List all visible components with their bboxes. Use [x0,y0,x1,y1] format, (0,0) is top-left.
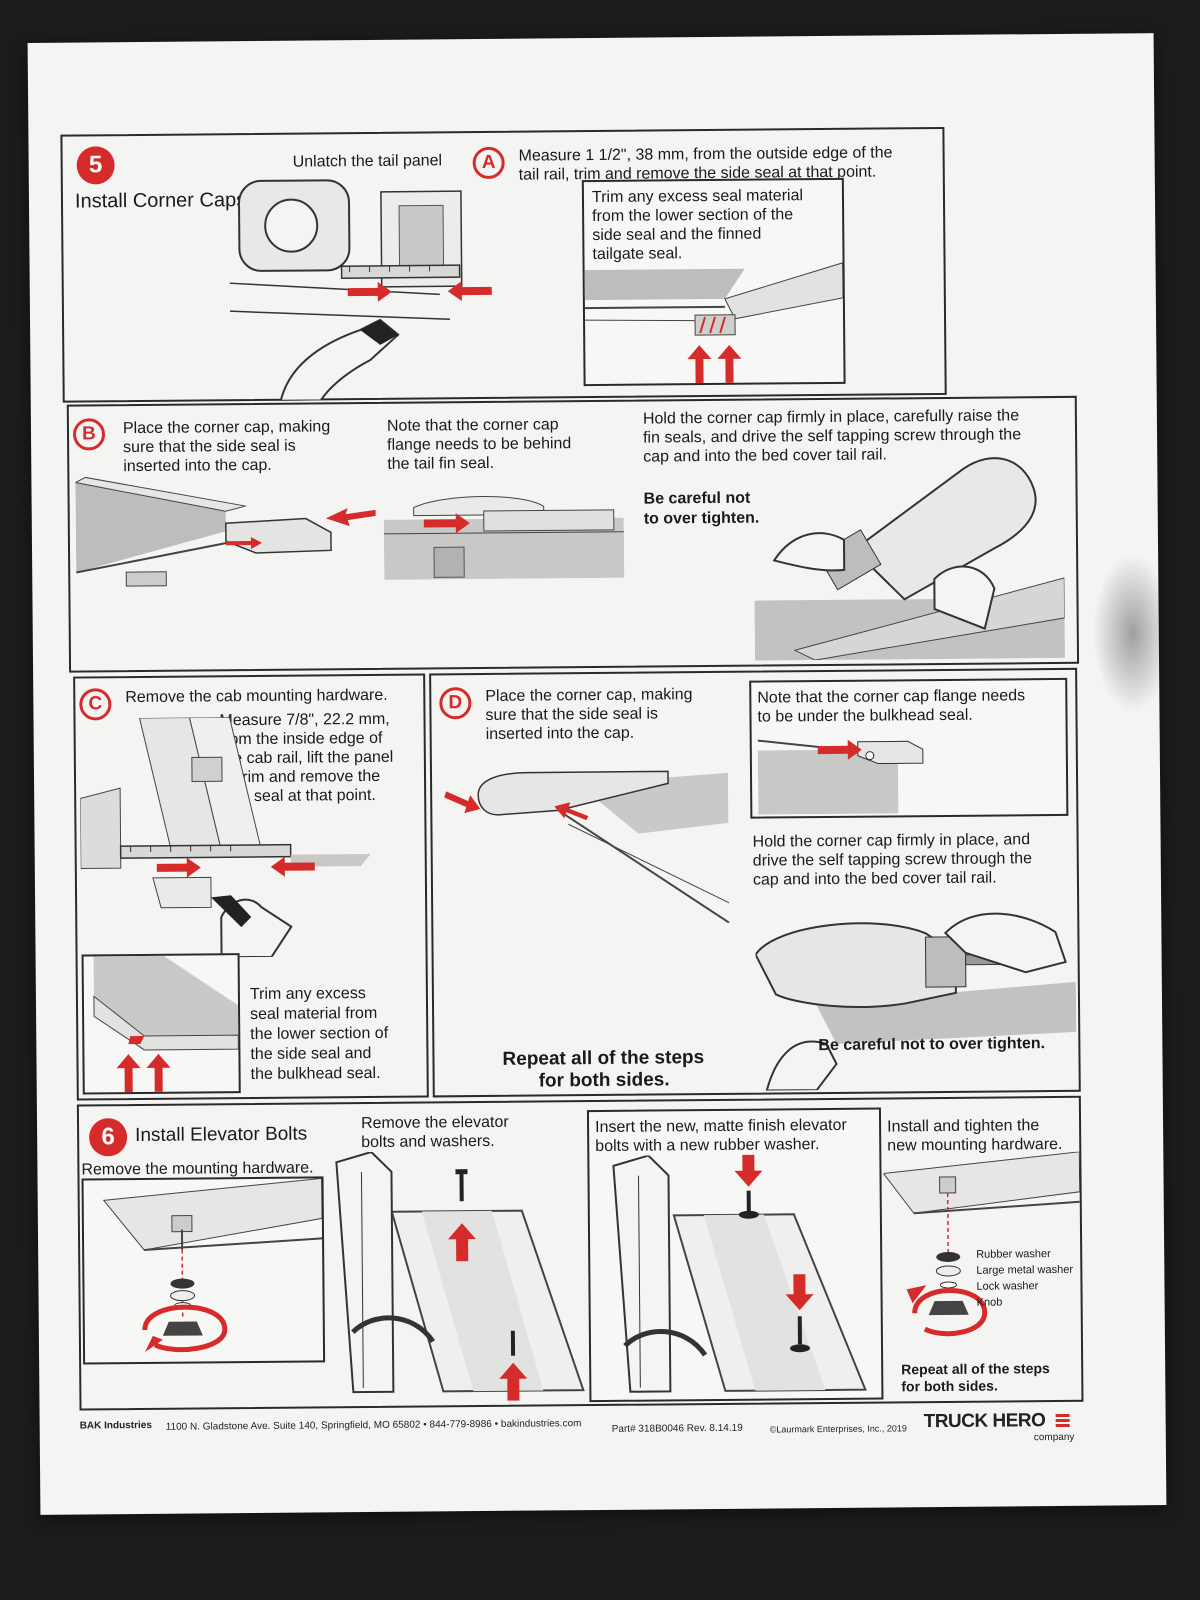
step-c-trim-1: Trim any excess [249,985,366,1004]
bulkhead-trim-illustration [93,955,239,1093]
step-6-remove-bolts-1: Remove the elevator [360,1113,509,1133]
step-6-repeat-1: Repeat all of the steps [901,1360,1050,1378]
remove-hardware-illustration [102,1178,323,1353]
footer-copyright: ©Laurmark Enterprises, Inc., 2019 [769,1423,907,1435]
footer-part: Part# 318B0046 Rev. 8.14.19 [611,1422,743,1435]
step-c-trim-4: the side seal and [250,1044,372,1064]
step-c-remove: Remove the cab mounting hardware. [125,686,388,707]
trim-text-1: Trim any excess seal material [591,187,804,207]
logo-stripes-icon [1055,1413,1070,1429]
step-d-careful: Be careful not to over tighten. [818,1035,1046,1055]
step-d-place-3: inserted into the cap. [485,724,635,743]
step-c-trim-5: the bulkhead seal. [250,1064,381,1084]
step-d-place-2: sure that the side seal is [485,705,659,724]
step-b-badge: B [72,418,106,451]
footer-company: BAK Industries [79,1419,152,1432]
cab-rail-measure-illustration [79,716,371,959]
bulkhead-seal-illustration [757,739,924,815]
step-b-careful-2: to over tighten. [643,509,760,528]
label-knob: Knob [976,1296,1003,1309]
step-d-badge: D [439,687,472,720]
trim-text-3: side seal and the finned [592,225,762,245]
step-b-place-2: sure that the side seal is [123,437,296,457]
step-d-hold-2: drive the self tapping screw through the [752,850,1033,870]
step-b-note-1: Note that the corner cap [386,416,559,435]
corner-cap-d-illustration [444,770,730,924]
label-lock-washer: Lock washer [976,1280,1039,1293]
corner-cap-b-illustration [75,476,376,587]
trim-text-2: from the lower section of the [592,206,794,226]
truck-hero-logo: TRUCK HERO [923,1410,1046,1433]
insert-bolts-illustration [612,1154,867,1393]
step-5-title: Install Corner Caps [74,189,247,213]
step-d-repeat-2: for both sides. [538,1069,670,1092]
step-d-note-2: to be under the bulkhead seal. [757,706,973,726]
instruction-sheet: 5 Install Corner Caps Unlatch the tail p… [27,33,1167,1515]
tail-fin-seal-illustration [383,495,625,580]
step-b-note-2: flange needs to be behind [387,435,572,454]
step-c-trim-3: the lower section of [250,1024,389,1044]
step-b-careful-1: Be careful not [643,489,751,508]
drill-b-illustration [754,457,1066,661]
step-6-title: Install Elevator Bolts [135,1123,308,1147]
step-5-badge: 5 [76,146,115,185]
remove-bolts-illustration [335,1150,585,1401]
step-b-note-3: the tail fin seal. [387,454,495,473]
step-c-trim-2: seal material from [250,1004,378,1024]
label-rubber-washer: Rubber washer [976,1248,1051,1261]
step-6-repeat-2: for both sides. [901,1377,998,1395]
logo-company: company [1033,1431,1075,1444]
install-hardware-illustration [883,1151,1081,1337]
step-b-hold-2: fin seals, and drive the self tapping sc… [642,426,1022,447]
step-6-remove-bolts-2: bolts and washers. [361,1132,495,1152]
step-6-install-1: Install and tighten the [887,1117,1040,1136]
label-large-washer: Large metal washer [976,1263,1074,1277]
step-d-repeat-1: Repeat all of the steps [502,1047,705,1070]
step-d-note-1: Note that the corner cap flange needs [757,687,1026,707]
step-b-place-1: Place the corner cap, making [122,418,331,438]
step-d-hold-3: cap and into the bed cover tail rail. [752,869,997,889]
tape-measure-illustration [229,179,492,402]
step-6-insert-2: bolts with a new rubber washer. [595,1136,820,1156]
trim-seal-illustration [584,262,844,384]
footer-address: 1100 N. Gladstone Ave. Suite 140, Spring… [165,1418,582,1433]
step-c-badge: C [79,688,112,721]
step-d-place-1: Place the corner cap, making [485,686,693,705]
step-6-badge: 6 [88,1118,128,1157]
drill-d-illustration [755,912,1077,1091]
step-6-insert-1: Insert the new, matte finish elevator [595,1116,847,1137]
fold-shadow [1092,552,1167,714]
step-d-hold-1: Hold the corner cap firmly in place, and [752,831,1031,851]
